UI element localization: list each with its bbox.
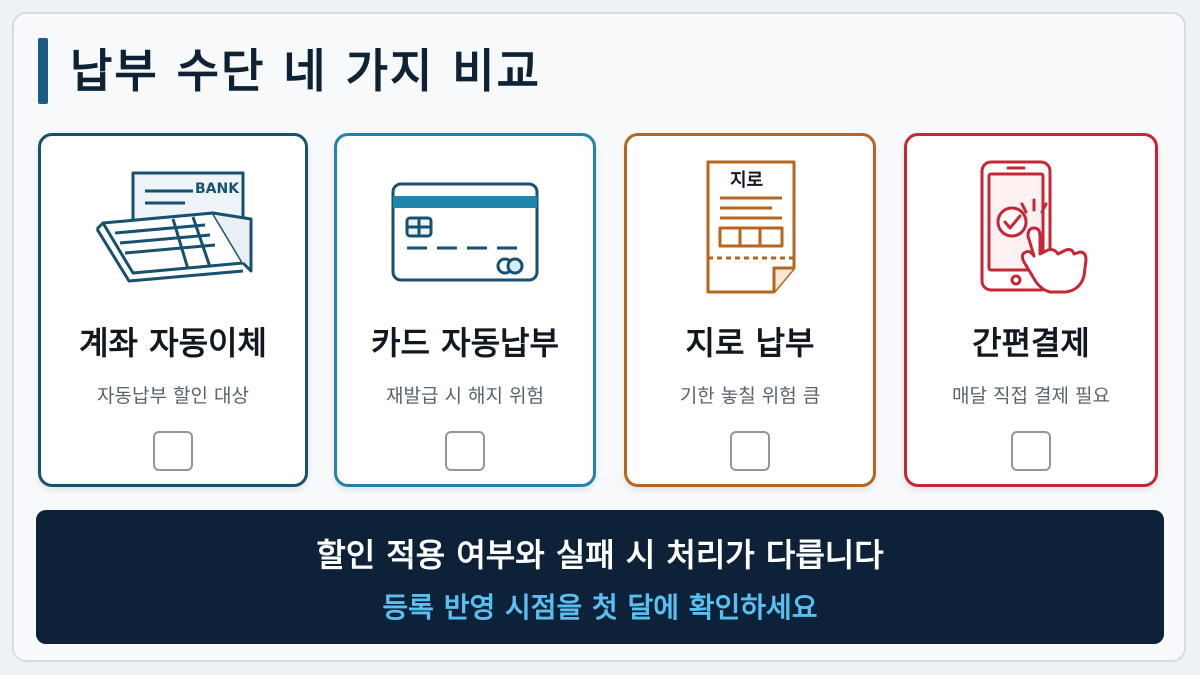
giro-label: 지로 bbox=[730, 170, 763, 191]
method-name: 지로 납부 bbox=[685, 324, 815, 362]
giro-bill-icon: 지로 bbox=[627, 158, 873, 298]
notice-line-primary: 할인 적용 여부와 실패 시 처리가 다릅니다 bbox=[316, 536, 884, 574]
checkbox-giro[interactable] bbox=[730, 431, 770, 471]
card-account-transfer: BANK 계좌 자동이체 자동납부 할인 대상 bbox=[38, 133, 308, 487]
notice-line-secondary: 등록 반영 시점을 첫 달에 확인하세요 bbox=[382, 591, 818, 624]
method-name: 카드 자동납부 bbox=[371, 324, 559, 362]
page-title: 납부 수단 네 가지 비교 bbox=[70, 44, 541, 98]
method-desc: 자동납부 할인 대상 bbox=[97, 385, 249, 407]
credit-card-icon bbox=[337, 158, 593, 298]
bankbook-icon: BANK bbox=[41, 158, 305, 298]
method-desc: 재발급 시 해지 위험 bbox=[386, 385, 544, 407]
bank-label: BANK bbox=[195, 181, 240, 197]
method-name: 간편결제 bbox=[972, 324, 1090, 362]
card-credit-card: 카드 자동납부 재발급 시 해지 위험 bbox=[334, 133, 596, 487]
method-desc: 기한 놓칠 위험 큼 bbox=[679, 385, 821, 407]
checkbox-credit-card[interactable] bbox=[445, 431, 485, 471]
card-simple-pay: 간편결제 매달 직접 결제 필요 bbox=[904, 133, 1158, 487]
method-desc: 매달 직접 결제 필요 bbox=[952, 385, 1110, 407]
phone-tap-icon bbox=[907, 158, 1155, 298]
notice-banner: 할인 적용 여부와 실패 시 처리가 다릅니다 등록 반영 시점을 첫 달에 확… bbox=[36, 510, 1164, 644]
checkbox-simple-pay[interactable] bbox=[1011, 431, 1051, 471]
title-accent-bar bbox=[38, 38, 48, 104]
checkbox-account-transfer[interactable] bbox=[153, 431, 193, 471]
method-name: 계좌 자동이체 bbox=[79, 324, 267, 362]
card-giro: 지로 지로 납부 기한 놓칠 위험 큼 bbox=[624, 133, 876, 487]
